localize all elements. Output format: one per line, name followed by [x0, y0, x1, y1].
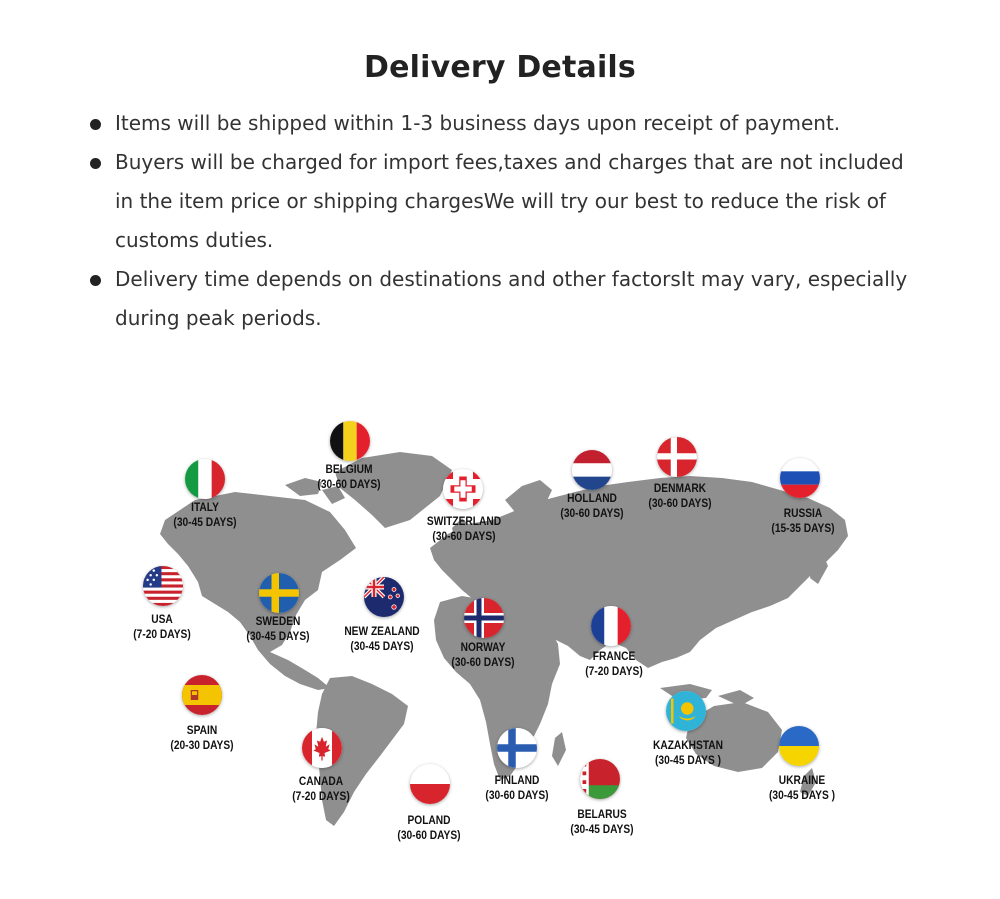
italy-flag-icon: [185, 459, 225, 499]
usa-flag-icon: [143, 566, 183, 606]
country-name: NEW ZEALAND: [344, 624, 420, 638]
destination-label-kazakhstan: KAZAKHSTAN(30-45 DAYS ): [653, 738, 723, 768]
country-name: USA: [151, 612, 173, 626]
norway-flag-icon: [464, 598, 504, 638]
delivery-days: (30-60 DAYS): [397, 828, 461, 842]
map-madagascar: [552, 732, 566, 766]
finland-flag-icon: [497, 728, 537, 768]
bullet-icon: [90, 158, 101, 169]
map-australia: [686, 702, 782, 772]
map-uk: [452, 518, 470, 544]
destination-label-belgium: BELGIUM(30-60 DAYS): [317, 462, 380, 492]
delivery-days: (30-45 DAYS): [246, 629, 310, 643]
map-greenland: [335, 452, 452, 528]
kazakhstan-flag-icon: [666, 691, 706, 731]
country-name: SPAIN: [186, 723, 218, 737]
country-name: FRANCE: [592, 649, 636, 663]
belgium-flag-icon: [330, 421, 370, 461]
destination-label-holland: HOLLAND(30-60 DAYS): [560, 491, 623, 521]
delivery-days: (30-45 DAYS): [173, 515, 237, 529]
delivery-note-import-fees: Buyers will be charged for import fees,t…: [88, 143, 918, 260]
poland-flag-icon: [410, 764, 450, 804]
netherlands-flag-icon: [572, 450, 612, 490]
destination-label-italy: ITALY(30-45 DAYS): [173, 500, 236, 530]
country-name: DENMARK: [653, 481, 707, 495]
country-name: BELARUS: [577, 807, 627, 821]
bullet-icon: [90, 275, 101, 286]
page-title: Delivery Details: [364, 50, 636, 85]
delivery-notes-list: Items will be shipped within 1-3 busines…: [88, 104, 918, 338]
destination-label-spain: SPAIN(20-30 DAYS): [170, 723, 233, 753]
country-name: SWEDEN: [255, 614, 301, 628]
delivery-days: (30-60 DAYS): [648, 496, 712, 510]
denmark-flag-icon: [657, 437, 697, 477]
sweden-flag-icon: [259, 573, 299, 613]
bullet-icon: [90, 119, 101, 130]
france-flag-icon: [591, 606, 631, 646]
delivery-note-text: Items will be shipped within 1-3 busines…: [115, 111, 841, 135]
country-name: UKRAINE: [778, 773, 826, 787]
country-name: BELGIUM: [325, 462, 373, 476]
country-name: RUSSIA: [783, 506, 823, 520]
destination-label-usa: USA(7-20 DAYS): [133, 612, 190, 642]
destination-label-norway: NORWAY(30-60 DAYS): [451, 640, 514, 670]
delivery-days: (30-60 DAYS): [485, 788, 549, 802]
destination-label-sweden: SWEDEN(30-45 DAYS): [246, 614, 309, 644]
delivery-days: (7-20 DAYS): [133, 627, 191, 641]
delivery-days: (30-60 DAYS): [560, 506, 624, 520]
country-name: NORWAY: [460, 640, 506, 654]
delivery-days: (7-20 DAYS): [292, 789, 350, 803]
map-scandinavia: [505, 480, 552, 512]
destination-label-canada: CANADA(7-20 DAYS): [292, 774, 349, 804]
country-name: KAZAKHSTAN: [652, 738, 724, 752]
switzerland-flag-icon: [443, 469, 483, 509]
delivery-days: (30-45 DAYS): [350, 639, 414, 653]
delivery-days: (30-45 DAYS ): [655, 753, 721, 767]
destination-label-finland: FINLAND(30-60 DAYS): [485, 773, 548, 803]
map-canada-islands: [285, 478, 345, 504]
spain-flag-icon: [182, 675, 222, 715]
destination-label-denmark: DENMARK(30-60 DAYS): [648, 481, 711, 511]
delivery-note-text: Delivery time depends on destinations an…: [115, 267, 908, 330]
delivery-days: (30-45 DAYS): [570, 822, 634, 836]
delivery-note-delivery-time: Delivery time depends on destinations an…: [88, 260, 918, 338]
delivery-days: (15-35 DAYS): [771, 521, 835, 535]
canada-flag-icon: [302, 728, 342, 768]
country-name: POLAND: [407, 813, 451, 827]
country-name: HOLLAND: [567, 491, 617, 505]
belarus-flag-icon: [580, 759, 620, 799]
delivery-days: (30-60 DAYS): [317, 477, 381, 491]
map-north-america: [160, 492, 356, 690]
map-south-america: [316, 676, 408, 826]
delivery-days: (30-60 DAYS): [451, 655, 515, 669]
delivery-days: (7-20 DAYS): [585, 664, 643, 678]
map-indonesia: [660, 684, 754, 706]
destination-label-new-zealand: NEW ZEALAND(30-45 DAYS): [344, 624, 419, 654]
delivery-days: (20-30 DAYS): [170, 738, 234, 752]
country-name: ITALY: [191, 500, 219, 514]
delivery-note-shipping-time: Items will be shipped within 1-3 busines…: [88, 104, 918, 143]
destination-label-belarus: BELARUS(30-45 DAYS): [570, 807, 633, 837]
country-name: FINLAND: [494, 773, 540, 787]
map-new-zealand: [800, 768, 816, 796]
map-japan: [810, 552, 828, 584]
delivery-days: (30-45 DAYS ): [769, 788, 835, 802]
destination-label-russia: RUSSIA(15-35 DAYS): [771, 506, 834, 536]
russia-flag-icon: [780, 458, 820, 498]
destination-label-ukraine: UKRAINE(30-45 DAYS ): [769, 773, 835, 803]
destination-label-switzerland: SWITZERLAND(30-60 DAYS): [427, 514, 501, 544]
ukraine-flag-icon: [779, 726, 819, 766]
destination-label-poland: POLAND(30-60 DAYS): [397, 813, 460, 843]
delivery-days: (30-60 DAYS): [432, 529, 496, 543]
country-name: CANADA: [298, 774, 344, 788]
destination-label-france: FRANCE(7-20 DAYS): [585, 649, 642, 679]
country-name: SWITZERLAND: [426, 514, 502, 528]
new-zealand-flag-icon: [364, 577, 404, 617]
delivery-note-text: Buyers will be charged for import fees,t…: [115, 150, 904, 252]
